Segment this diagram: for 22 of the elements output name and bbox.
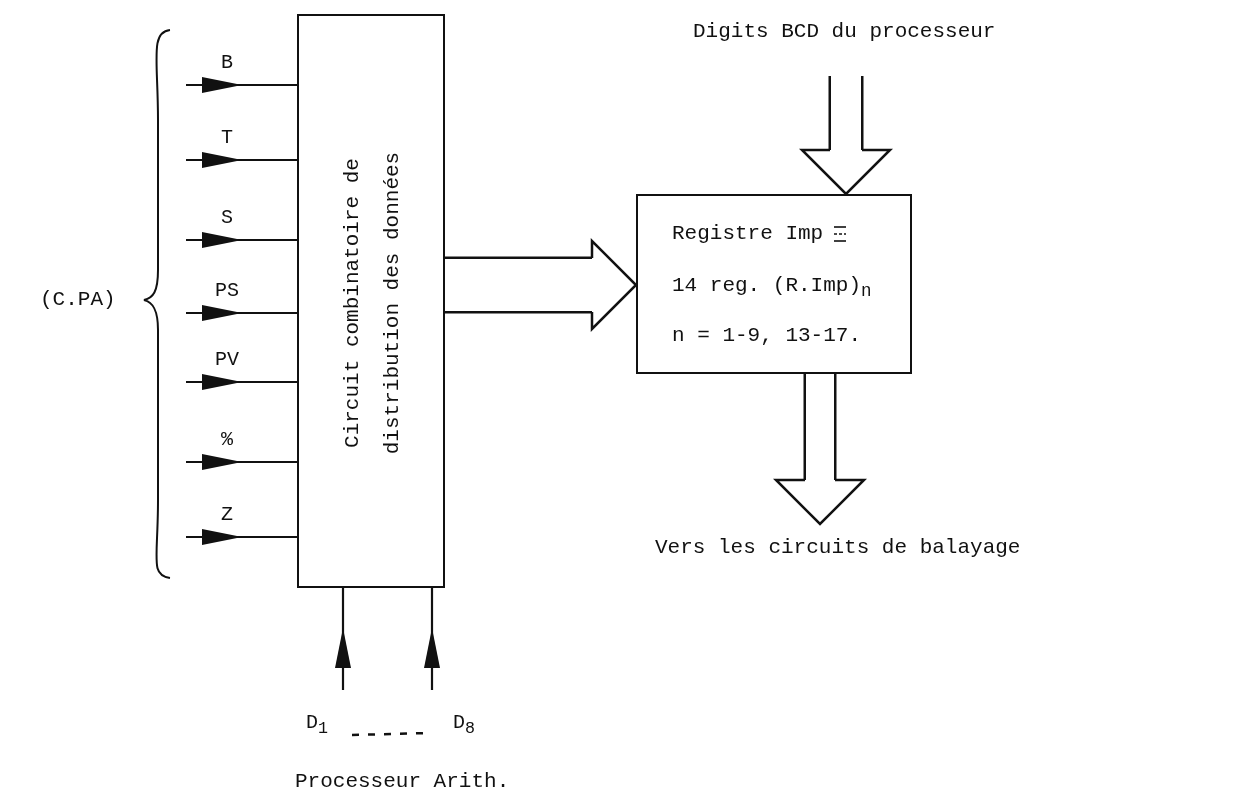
caption-text: Digits BCD du processeur (693, 20, 993, 43)
signal-arrow (186, 232, 297, 248)
bus-arrow (800, 76, 892, 196)
annotation-text: (C.PA) (40, 288, 116, 311)
box-title: Circuit combinatoire de distribution des données (340, 150, 405, 457)
signal-arrow (335, 588, 351, 690)
signal-arrow (186, 77, 297, 93)
signal-arrow (186, 454, 297, 470)
signal-arrow (186, 529, 297, 545)
register-text: n = 1-9, 13-17. (672, 324, 862, 347)
register-box (636, 194, 912, 374)
register-text: 14 reg. (R.Imp)$_{n}$ (672, 274, 872, 302)
bus-arrow (445, 239, 638, 331)
signal-arrow (186, 374, 297, 390)
signal-arrow (186, 152, 297, 168)
signal-arrow (186, 305, 297, 321)
bus-arrow (774, 374, 866, 526)
process-box (297, 14, 445, 588)
signal-arrow (424, 588, 440, 690)
caption-text: Vers les circuits de balayage (655, 536, 1022, 559)
annotation-text: Processeur Arith. (295, 770, 510, 793)
register-name: Registre Imp (672, 222, 824, 245)
